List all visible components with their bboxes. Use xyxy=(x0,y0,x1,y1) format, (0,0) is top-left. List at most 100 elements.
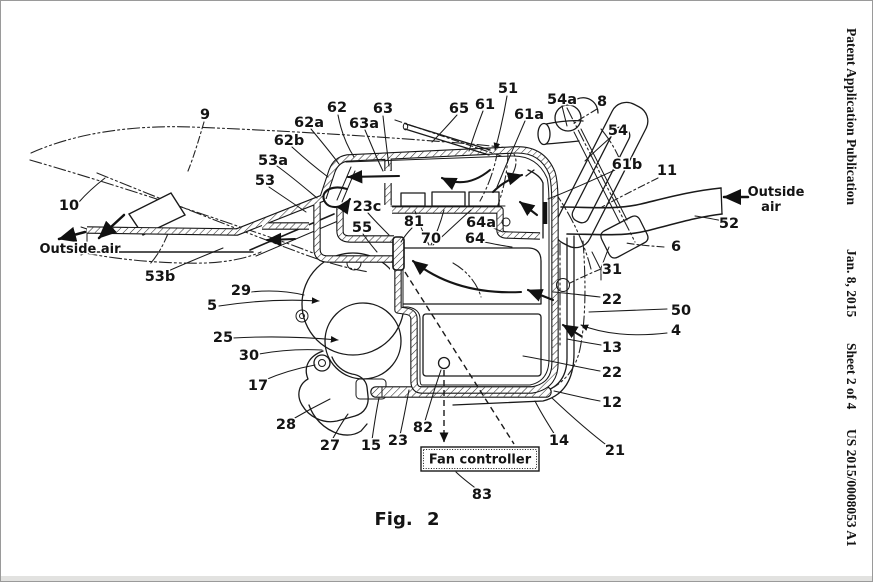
engine-case-lower xyxy=(324,302,402,380)
ref-label-21: 21 xyxy=(605,443,625,459)
outside-air-right-label-line2: air xyxy=(761,200,781,215)
ref-label-50: 50 xyxy=(671,303,691,319)
fan-controller-box xyxy=(420,446,540,472)
ref-label-64: 64 xyxy=(465,231,485,247)
shock-upper-mount xyxy=(554,104,582,132)
ref-label-22: 22 xyxy=(602,292,622,308)
battery-cell xyxy=(431,191,466,207)
ref-label-53a: 53a xyxy=(258,153,288,169)
ref-label-30: 30 xyxy=(239,348,259,364)
leader-51 xyxy=(493,95,508,151)
battery-cell xyxy=(400,192,426,207)
outside-air-left-arrow xyxy=(97,213,126,240)
ref-label-23c: 23c xyxy=(353,199,382,215)
side-cover-lines xyxy=(424,235,586,406)
leader-lines xyxy=(78,95,724,491)
fan-control-wiring: Fan controller xyxy=(404,271,540,472)
ref-label-62: 62 xyxy=(327,100,347,116)
ref-label-23: 23 xyxy=(388,433,408,449)
flow-arrow xyxy=(346,170,401,184)
ref-label-51: 51 xyxy=(498,81,518,97)
ref-label-53: 53 xyxy=(255,173,275,189)
flow-arrow xyxy=(57,226,87,243)
lower-chamber-element xyxy=(422,313,542,377)
leader-4 xyxy=(580,324,668,336)
flow-arrow xyxy=(561,323,583,339)
fan-controller-label: Fan controller xyxy=(429,453,532,468)
ref-label-13: 13 xyxy=(602,340,622,356)
engine-bolt xyxy=(313,354,331,372)
flow-arrow xyxy=(322,186,352,215)
ref-label-52: 52 xyxy=(719,216,739,232)
ref-label-62b: 62b xyxy=(274,133,305,149)
shock-absorber-body xyxy=(553,101,649,249)
ref-label-65: 65 xyxy=(449,101,469,117)
ref-label-4: 4 xyxy=(671,323,681,339)
leader-25 xyxy=(232,336,339,343)
ref-label-5: 5 xyxy=(207,298,217,314)
publication-header: Patent Application Publication Jan. 8, 2… xyxy=(844,28,859,547)
ref-label-64a: 64a xyxy=(466,215,496,231)
ref-label-63a: 63a xyxy=(349,116,379,132)
temperature-sensor xyxy=(437,356,451,370)
ref-label-54a: 54a xyxy=(547,92,577,108)
lid-flange xyxy=(336,166,356,203)
flow-arrow xyxy=(526,288,555,302)
ref-label-10: 10 xyxy=(59,198,79,214)
airflow-arrows xyxy=(57,168,750,339)
ref-label-55: 55 xyxy=(352,220,372,236)
flow-arrow xyxy=(440,168,492,191)
outside-air-right-label-line1: Outside xyxy=(748,185,805,200)
ref-label-8: 8 xyxy=(597,94,607,110)
flow-arrow xyxy=(265,232,297,247)
ref-label-61: 61 xyxy=(475,97,495,113)
scan-edge-strip xyxy=(1,576,872,581)
ref-label-15: 15 xyxy=(361,438,381,454)
outside-air-left-label: Outside air xyxy=(39,242,121,257)
ref-label-11: 11 xyxy=(657,163,677,179)
ref-label-61a: 61a xyxy=(514,107,544,123)
ref-label-62a: 62a xyxy=(294,115,324,131)
publication-title: Patent Application Publication xyxy=(844,28,859,206)
ref-label-31: 31 xyxy=(602,262,622,278)
ref-label-28: 28 xyxy=(276,417,296,433)
inlet-channel xyxy=(525,169,544,239)
rear-suspension-assembly xyxy=(537,97,649,281)
under-tray xyxy=(376,387,546,397)
ref-label-29: 29 xyxy=(231,283,251,299)
ref-label-6: 6 xyxy=(671,239,681,255)
engine-assembly xyxy=(295,252,405,436)
leader-lines-solid xyxy=(78,105,724,491)
ref-label-83: 83 xyxy=(472,487,492,503)
ref-label-12: 12 xyxy=(602,395,622,411)
ref-label-9: 9 xyxy=(200,107,210,123)
rear-intake-duct xyxy=(560,187,723,236)
ref-label-63: 63 xyxy=(373,101,393,117)
grommet-hole xyxy=(501,217,511,227)
flow-arrow xyxy=(491,172,524,194)
ref-label-22: 22 xyxy=(602,365,622,381)
ref-label-27: 27 xyxy=(320,438,340,454)
patent-number: US 2015/0008053 A1 xyxy=(844,429,859,547)
cooling-fan xyxy=(392,236,405,271)
frame-member xyxy=(600,215,649,259)
ref-label-81: 81 xyxy=(404,214,424,230)
flow-arrow xyxy=(518,200,539,217)
intake-rod xyxy=(394,119,502,157)
battery-cell xyxy=(468,191,500,207)
ref-label-54: 54 xyxy=(608,123,628,139)
leader-5 xyxy=(218,297,320,307)
ref-label-53b: 53b xyxy=(145,269,176,285)
ref-label-17: 17 xyxy=(248,378,268,394)
frame-tube-section xyxy=(556,278,570,292)
engine-lower-housing xyxy=(298,350,369,423)
ref-label-14: 14 xyxy=(549,433,569,449)
ref-label-25: 25 xyxy=(213,330,233,346)
ref-label-61b: 61b xyxy=(612,157,643,173)
airbox-inner-surface xyxy=(345,155,550,386)
leader-lines-phantom xyxy=(187,108,665,284)
airbox-internals xyxy=(390,191,570,377)
mid-chamber-liner xyxy=(402,247,542,305)
